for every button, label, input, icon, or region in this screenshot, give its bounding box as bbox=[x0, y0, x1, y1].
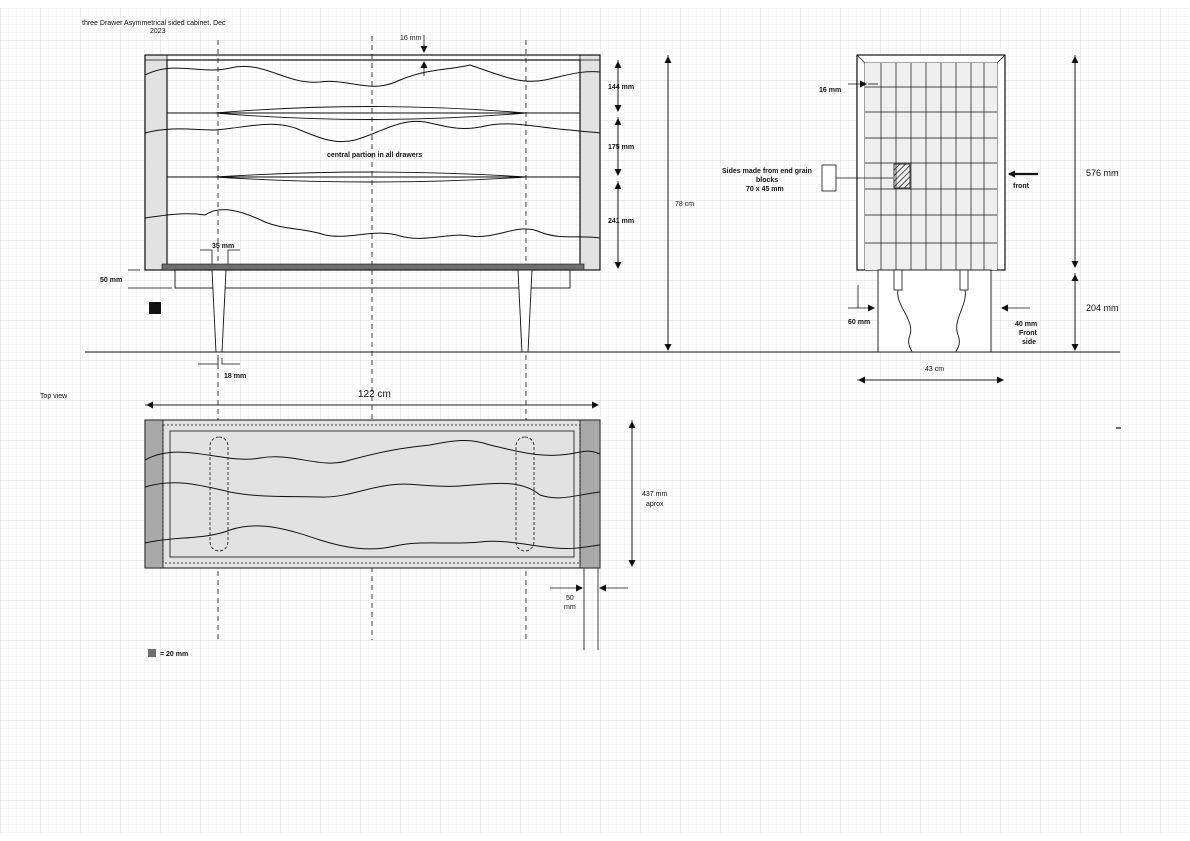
side-thickness-label: 16 mm bbox=[819, 87, 841, 94]
side-view: Sides made from end grain blocks 70 x 45… bbox=[722, 54, 1119, 384]
front-left-leg bbox=[211, 269, 227, 353]
side-leg-inset-label: 60 mm bbox=[848, 319, 870, 326]
end-grain-blocks bbox=[865, 63, 997, 270]
front-right-leg bbox=[517, 269, 533, 353]
top-view: Top view 122 cm 437 mm aprox 50 mm bbox=[40, 389, 667, 650]
scale-legend: = 20 mm bbox=[148, 649, 188, 658]
front-top-thickness-label: 16 mm bbox=[400, 35, 422, 42]
front-view: 16 mm 144 mm 175 mm 241 mm 78 cm central… bbox=[100, 35, 694, 380]
drawing-title: three Drawer Asymmetrical sided cabinet.… bbox=[82, 20, 226, 27]
front-inset-label-line3: side bbox=[1022, 339, 1036, 346]
block-note-line2: blocks bbox=[756, 177, 778, 184]
drawer-1-height-label: 144 mm bbox=[608, 84, 634, 91]
drawing-date: 2023 bbox=[150, 28, 166, 35]
top-edge-label-line2: mm bbox=[564, 604, 576, 611]
leg-top-width-label: 35 mm bbox=[212, 243, 234, 250]
top-edge-label-line1: 50 bbox=[566, 595, 574, 602]
base-height-label: 50 mm bbox=[100, 277, 122, 284]
total-height-label: 78 cm bbox=[675, 201, 694, 208]
block-note-line3: 70 x 45 mm bbox=[746, 186, 784, 193]
top-view-label: Top view bbox=[40, 393, 68, 400]
scale-marker-square bbox=[149, 302, 161, 314]
side-body-height-label: 576 mm bbox=[1086, 168, 1119, 178]
side-depth-label: 43 cm bbox=[925, 366, 944, 373]
top-left-side-panel bbox=[144, 419, 164, 569]
side-leg-height-label: 204 mm bbox=[1086, 303, 1119, 313]
leg-bottom-width-label: 18 mm bbox=[224, 373, 246, 380]
legend-text: = 20 mm bbox=[160, 651, 188, 658]
front-direction-label: front bbox=[1013, 183, 1030, 190]
drawer-2-height-label: 175 mm bbox=[608, 144, 634, 151]
front-inset-label-line2: Front bbox=[1019, 330, 1038, 337]
front-inset-label-line1: 40 mm bbox=[1015, 321, 1037, 328]
drawer-3-height-label: 241 mm bbox=[608, 218, 634, 225]
top-depth-label-line2: aprox bbox=[646, 501, 664, 508]
legend-swatch bbox=[148, 649, 156, 657]
top-depth-label-line1: 437 mm bbox=[642, 491, 667, 498]
partition-note: central partion in all drawers bbox=[327, 152, 422, 159]
top-outer bbox=[144, 419, 601, 569]
top-width-label: 122 cm bbox=[358, 389, 391, 400]
block-note-line1: Sides made from end grain bbox=[722, 168, 812, 175]
front-left-side-panel bbox=[144, 54, 168, 271]
